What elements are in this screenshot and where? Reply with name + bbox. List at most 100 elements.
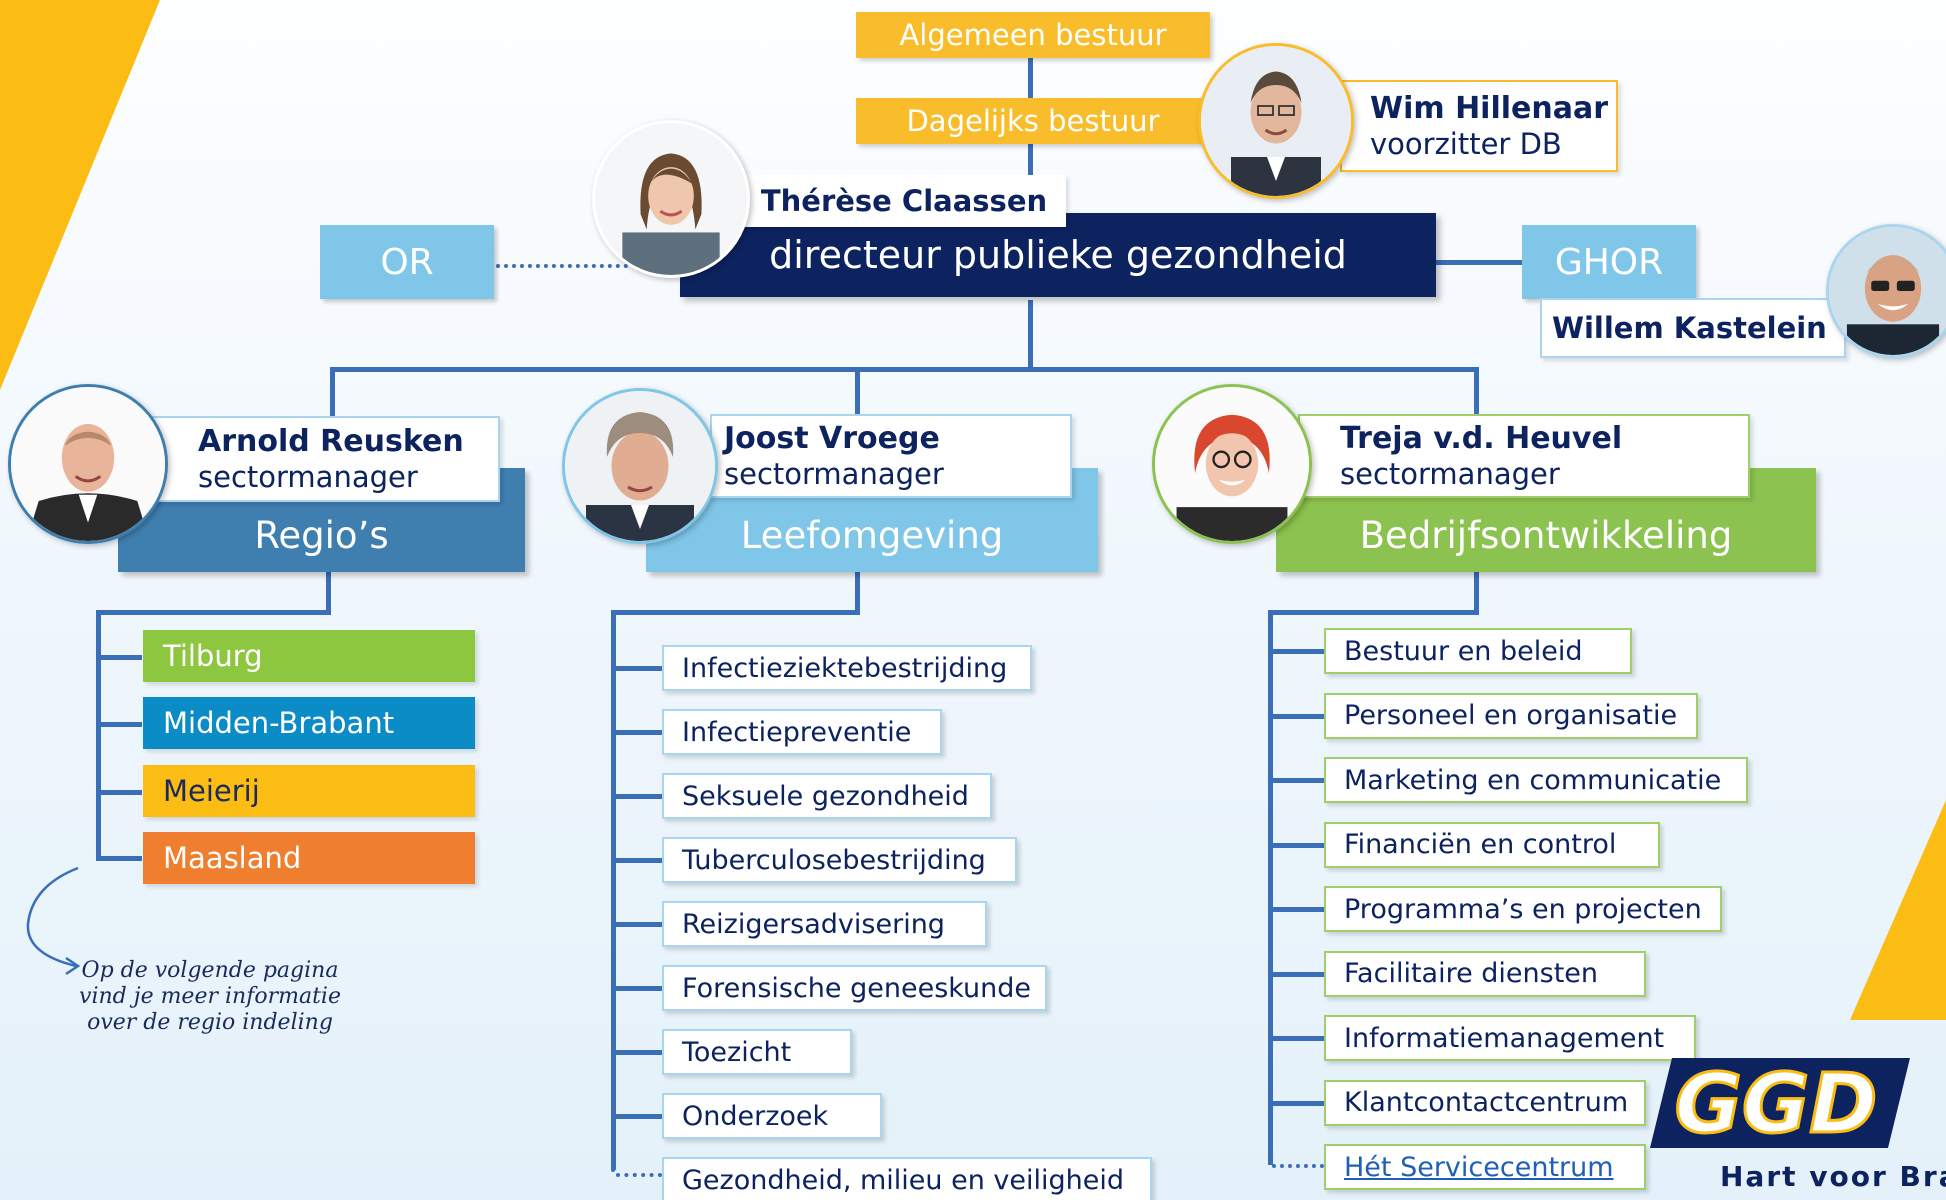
bedrijf-dept-item: Personeel en organisatie — [1324, 692, 1698, 739]
director-name: Thérèse Claassen — [760, 184, 1048, 218]
director-namebox: Thérèse Claassen — [742, 175, 1066, 227]
connector-ghor — [1436, 260, 1522, 265]
algemeen-bestuur-box: Algemeen bestuur — [856, 12, 1210, 58]
note-line-2: vind je meer informatie — [79, 984, 341, 1009]
tree-bedrijf-spine — [1268, 610, 1273, 1165]
bedrijf-dept-item: Programma’s en projecten — [1324, 886, 1722, 932]
note-arrow-icon — [26, 866, 81, 976]
tree-bedrijf-branch — [1268, 778, 1326, 783]
note-line-3: over de regio indeling — [87, 1010, 333, 1035]
director-box: directeur publieke gezondheid — [680, 213, 1436, 297]
tree-regio-top — [96, 610, 331, 615]
tree-bedrijf-branch — [1268, 971, 1326, 977]
sector-bedrijf-photo — [1152, 384, 1312, 544]
corner-decoration-top-left — [0, 0, 160, 390]
tree-bedrijf-top — [1268, 610, 1479, 615]
dagelijks-bestuur-box: Dagelijks bestuur — [856, 98, 1210, 144]
sector-bedrijf-manager-name: Treja v.d. Heuvel — [1340, 421, 1623, 456]
director-photo — [592, 120, 750, 278]
sector-bedrijf-manager-role: sectormanager — [1340, 457, 1560, 491]
tree-leef-stem — [855, 570, 860, 614]
ggd-logo-mark-icon: GGD — [1650, 1056, 1910, 1154]
chair-namebox: Wim Hillenaar voorzitter DB — [1340, 80, 1618, 172]
tree-regio-stem — [326, 570, 331, 614]
chair-name: Wim Hillenaar — [1370, 91, 1609, 126]
sector-regios-manager-role: sectormanager — [198, 460, 418, 494]
sector-bedrijf-namebox: Treja v.d. Heuvel sectormanager — [1298, 414, 1750, 498]
region-item: Maasland — [143, 832, 475, 884]
leefomgeving-dept-item: Reizigersadvisering — [662, 901, 987, 947]
tree-regio-branch — [96, 856, 142, 861]
sector-regios-photo — [8, 384, 168, 544]
leefomgeving-dept-item: Gezondheid, milieu en veiligheid — [662, 1157, 1152, 1200]
tree-bedrijf-branch — [1268, 842, 1326, 848]
connector-or-dotted — [496, 264, 636, 268]
bedrijf-dept-item: Facilitaire diensten — [1324, 950, 1646, 997]
ghor-box: GHOR — [1522, 225, 1696, 299]
connector-sector-2 — [855, 367, 860, 417]
connector-sector-3 — [1474, 367, 1479, 417]
tree-leef-branch — [611, 730, 663, 735]
tree-leef-branch — [611, 1050, 663, 1055]
tree-bedrijf-branch — [1268, 1036, 1326, 1041]
connector-sector-bus — [330, 367, 1478, 372]
leefomgeving-dept-item: Seksuele gezondheid — [662, 773, 992, 819]
tree-leef-branch — [611, 986, 663, 991]
bedrijf-dept-item: Bestuur en beleid — [1324, 628, 1632, 674]
leefomgeving-dept-item: Toezicht — [662, 1029, 852, 1075]
leefomgeving-dept-item: Onderzoek — [662, 1093, 882, 1139]
chair-role: voorzitter DB — [1370, 127, 1562, 161]
tree-leef-branch — [611, 794, 663, 799]
connector-sector-1 — [330, 367, 335, 417]
ghor-namebox: Willem Kastelein — [1540, 298, 1846, 358]
tree-leef-branch — [611, 1114, 663, 1119]
sector-regios-manager-name: Arnold Reusken — [198, 424, 464, 459]
ggd-logo-text: GGD — [1675, 1058, 1878, 1148]
sector-leefomgeving-namebox: Joost Vroege sectormanager — [710, 414, 1072, 498]
leefomgeving-dept-item: Infectieziektebestrijding — [662, 645, 1032, 691]
tree-bedrijf-branch — [1268, 649, 1326, 654]
leefomgeving-dept-item: Infectiepreventie — [662, 709, 942, 755]
tree-leef-branch — [611, 858, 663, 863]
ggd-logo: GGD — [1650, 1056, 1910, 1154]
tree-leef-spine — [611, 610, 616, 1170]
bedrijf-dept-item: Klantcontactcentrum — [1324, 1079, 1646, 1126]
tree-leef-branch — [611, 922, 663, 927]
leefomgeving-dept-item: Tuberculosebestrijding — [662, 837, 1017, 883]
tree-leef-branch — [611, 666, 663, 671]
bedrijf-dept-item: Informatiemanagement — [1324, 1015, 1696, 1061]
sector-leefomgeving-manager-role: sectormanager — [724, 457, 944, 491]
sector-regios-namebox: Arnold Reusken sectormanager — [144, 416, 500, 502]
connector-director-down — [1028, 300, 1033, 370]
ghor-name: Willem Kastelein — [1552, 311, 1827, 345]
ghor-photo — [1826, 224, 1946, 358]
tree-bedrijf-dotted-branch — [1272, 1164, 1324, 1168]
bedrijf-dept-item: Financiën en control — [1324, 821, 1660, 868]
tree-leef-dotted-end — [611, 1168, 615, 1174]
region-item: Meierij — [143, 765, 475, 817]
tree-regio-branch — [96, 790, 142, 795]
or-box: OR — [320, 225, 494, 299]
tree-bedrijf-stem — [1474, 570, 1479, 614]
tree-regio-spine — [96, 610, 101, 860]
tree-regio-branch — [96, 722, 142, 727]
tree-leef-top — [611, 610, 860, 615]
tree-bedrijf-branch — [1268, 713, 1326, 719]
corner-decoration-right — [1850, 800, 1946, 1020]
tree-regio-branch — [96, 655, 142, 660]
note-text: Op de volgende pagina vind je meer infor… — [60, 958, 360, 1036]
servicecentrum-link[interactable]: Hét Servicecentrum — [1324, 1144, 1646, 1190]
sector-leefomgeving-photo — [562, 388, 718, 544]
leefomgeving-dept-item: Forensische geneeskunde — [662, 965, 1047, 1011]
region-item: Midden-Brabant — [143, 697, 475, 749]
ggd-tagline: Hart voor Brab — [1720, 1160, 1946, 1193]
tree-bedrijf-branch — [1268, 907, 1326, 912]
region-item: Tilburg — [143, 630, 475, 682]
bedrijf-dept-item: Marketing en communicatie — [1324, 757, 1748, 803]
tree-leef-dotted-branch — [616, 1173, 662, 1177]
sector-leefomgeving-manager-name: Joost Vroege — [724, 421, 940, 456]
note-line-1: Op de volgende pagina — [81, 958, 339, 983]
tree-bedrijf-branch — [1268, 1100, 1326, 1106]
chair-photo — [1198, 43, 1354, 199]
